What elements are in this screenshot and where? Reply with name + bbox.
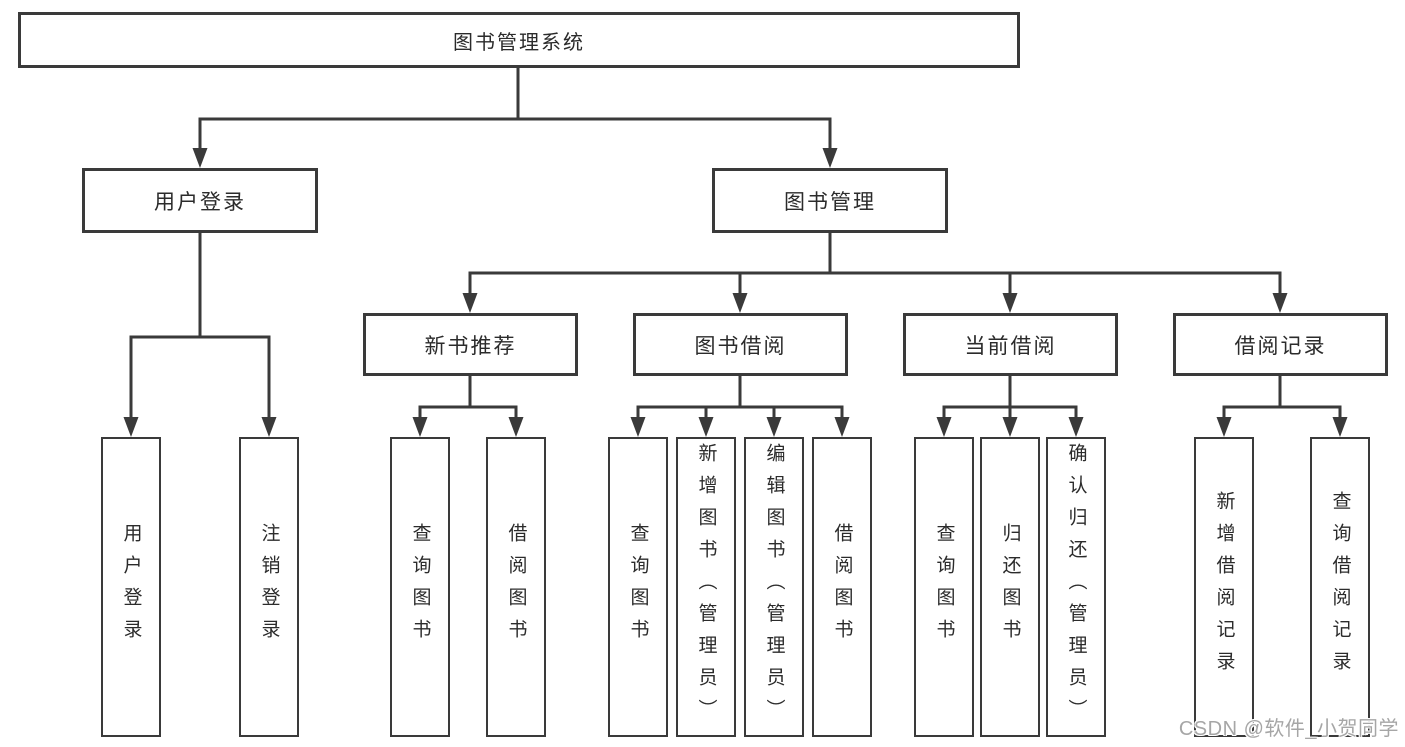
- leaf-return-book: 归还图书: [980, 437, 1040, 737]
- connector-borrow-records-branch: [1216, 376, 1348, 437]
- leaf-query-books-current: 查询图书: [914, 437, 974, 737]
- node-book-management-label: 图书管理: [784, 190, 876, 214]
- node-new-book-recommend: 新书推荐: [363, 313, 578, 376]
- leaf-return-book-label: 归还图书: [999, 523, 1021, 651]
- node-current-borrow-label: 当前借阅: [964, 334, 1057, 358]
- leaf-user-login-label: 用户登录: [120, 523, 142, 651]
- connector-new-book-branch: [412, 376, 524, 437]
- connector-root-to-level1: [192, 67, 838, 168]
- leaf-query-books-recommend-label: 查询图书: [409, 523, 431, 651]
- node-new-book-recommend-label: 新书推荐: [424, 334, 517, 358]
- leaf-query-books-recommend: 查询图书: [390, 437, 450, 737]
- leaf-logout: 注销登录: [239, 437, 299, 737]
- leaf-query-borrow-record: 查询借阅记录: [1310, 437, 1370, 737]
- node-root-label: 图书管理系统: [453, 31, 585, 54]
- leaf-add-book-admin-label: 新增图书（管理员）: [695, 443, 717, 731]
- leaf-query-books-borrow: 查询图书: [608, 437, 668, 737]
- watermark: CSDN @软件_小贺同学: [1178, 718, 1399, 740]
- connector-current-borrow-branch: [936, 376, 1084, 437]
- node-book-borrow: 图书借阅: [633, 313, 848, 376]
- node-user-login-label: 用户登录: [154, 190, 246, 214]
- node-borrow-records-label: 借阅记录: [1234, 334, 1327, 358]
- leaf-query-borrow-record-label: 查询借阅记录: [1329, 491, 1351, 683]
- node-book-borrow-label: 图书借阅: [694, 334, 787, 358]
- leaf-borrow-books: 借阅图书: [812, 437, 872, 737]
- leaf-borrow-books-recommend: 借阅图书: [486, 437, 546, 737]
- leaf-borrow-books-recommend-label: 借阅图书: [505, 523, 527, 651]
- node-book-management: 图书管理: [712, 168, 948, 233]
- connector-user-login-branch: [123, 233, 277, 437]
- leaf-confirm-return-admin-label: 确认归还（管理员）: [1065, 443, 1087, 731]
- node-user-login: 用户登录: [82, 168, 318, 233]
- leaf-add-borrow-record-label: 新增借阅记录: [1213, 491, 1235, 683]
- node-current-borrow: 当前借阅: [903, 313, 1118, 376]
- node-borrow-records: 借阅记录: [1173, 313, 1388, 376]
- leaf-borrow-books-label: 借阅图书: [831, 523, 853, 651]
- connector-book-management-branch: [462, 233, 1288, 313]
- node-root: 图书管理系统: [18, 12, 1020, 68]
- leaf-edit-book-admin: 编辑图书（管理员）: [744, 437, 804, 737]
- leaf-confirm-return-admin: 确认归还（管理员）: [1046, 437, 1106, 737]
- leaf-add-borrow-record: 新增借阅记录: [1194, 437, 1254, 737]
- leaf-add-book-admin: 新增图书（管理员）: [676, 437, 736, 737]
- leaf-query-books-current-label: 查询图书: [933, 523, 955, 651]
- leaf-user-login: 用户登录: [101, 437, 161, 737]
- leaf-query-books-borrow-label: 查询图书: [627, 523, 649, 651]
- connector-book-borrow-branch: [630, 376, 850, 437]
- leaf-edit-book-admin-label: 编辑图书（管理员）: [763, 443, 785, 731]
- leaf-logout-label: 注销登录: [258, 523, 280, 651]
